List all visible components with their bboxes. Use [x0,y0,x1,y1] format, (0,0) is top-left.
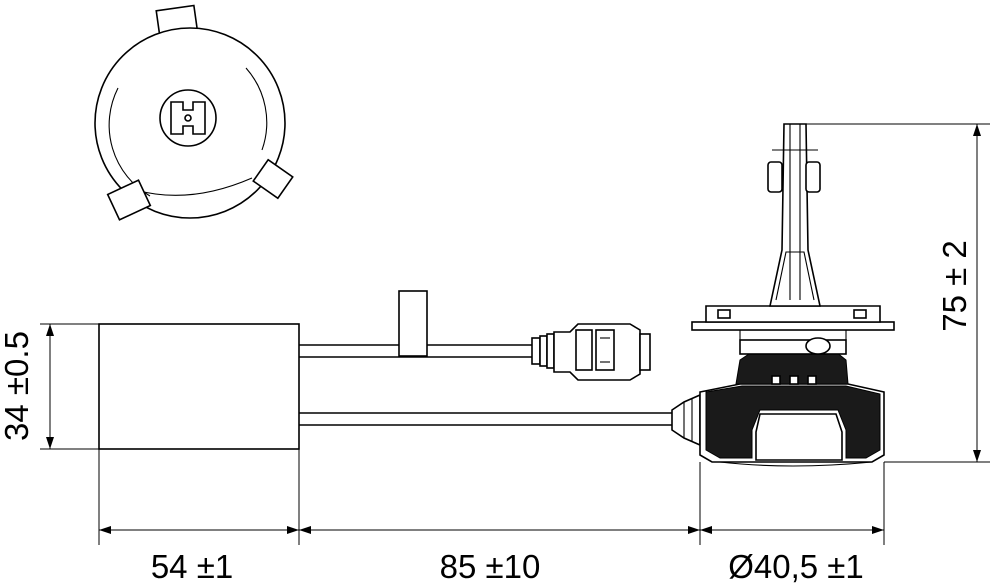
dim-label-lamp-height: 75 ± 2 [936,240,973,332]
ballast-box [98,323,300,450]
led-chip-right [805,161,821,193]
dim-label-ballast-length: 54 ±1 [151,548,233,585]
dim-label-cable-length: 85 ±10 [440,548,541,585]
dimension-lines [46,124,981,534]
dim-label-head-diameter: Ø40,5 ±1 [728,548,864,585]
cable-gland [671,393,701,447]
led-stem [769,123,821,307]
base-right-tab [252,158,294,200]
led-lamp-side-view [671,123,895,467]
base-left-tab [106,179,152,221]
cable-clip [398,290,428,357]
led-chip-left [767,161,783,193]
base-front-view [94,4,294,221]
base-center-socket [170,101,206,135]
dim-label-ballast-height: 34 ±0.5 [0,331,35,441]
mounting-flange [691,321,895,331]
cables [299,290,672,426]
connector-plug [531,323,651,381]
